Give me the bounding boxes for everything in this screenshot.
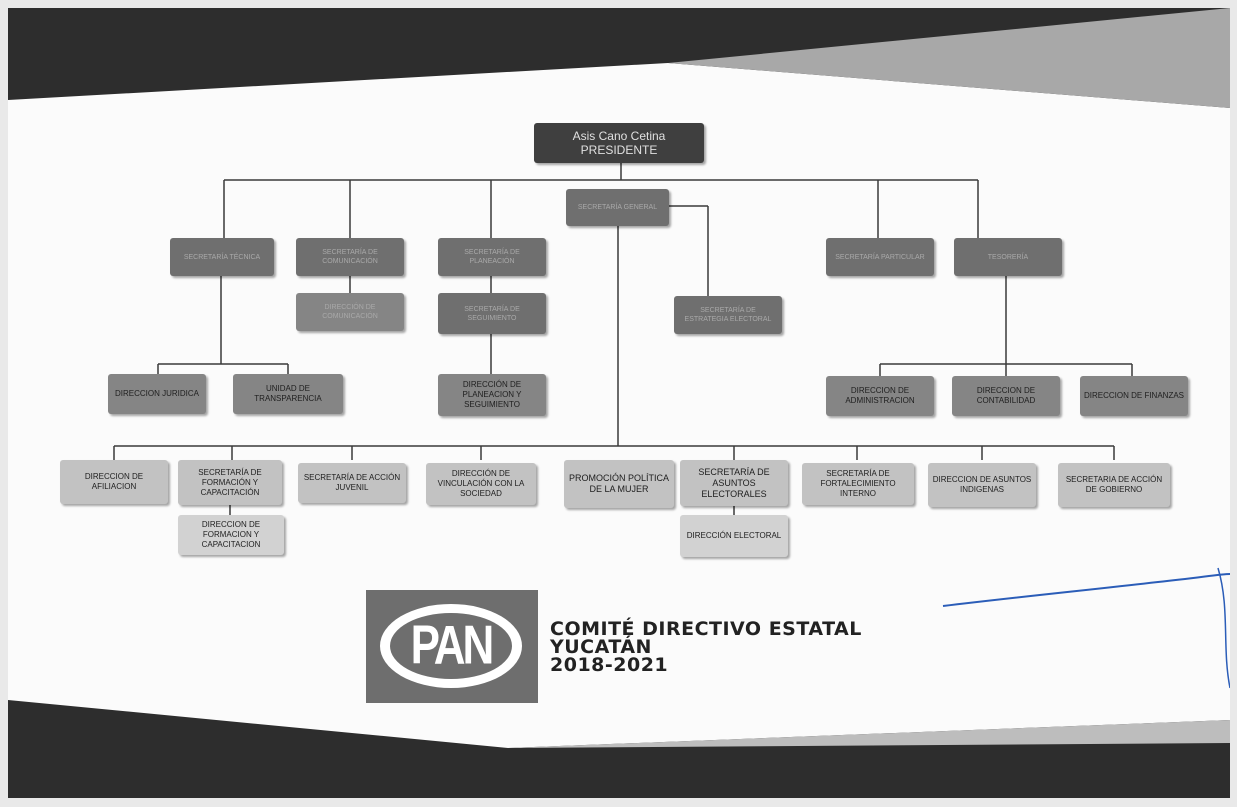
direccion-finanzas-label: DIRECCION DE FINANZAS <box>1084 391 1185 400</box>
bottom-box-label: SECRETARÍA DE FORMACIÓN Y CAPACITACIÓN <box>198 467 262 497</box>
bottom-box-fortalecimiento: SECRETARÍA DE FORTALECIMIENTO INTERNO <box>802 463 914 505</box>
top-decorative-band <box>8 8 1230 108</box>
document-page: Asis Cano Cetina PRESIDENTE SECRETARÍA G… <box>8 8 1230 798</box>
bottom-box-vinculacion: DIRECCIÓN DE VINCULACIÓN CON LA SOCIEDAD <box>426 463 536 505</box>
direccion-electoral-label: DIRECCIÓN ELECTORAL <box>686 531 782 540</box>
right-box-1: SECRETARÍA PARTICULAR <box>826 238 934 276</box>
bottom-box-label: DIRECCIÓN DE VINCULACIÓN CON LA SOCIEDAD <box>437 469 525 498</box>
direccion-planeacion-box: DIRECCIÓN DE PLANEACION Y SEGUIMIENTO <box>438 374 546 416</box>
connector-lines <box>113 163 1133 515</box>
left-box-2-sub: DIRECCIÓN DE COMUNICACIÓN <box>296 293 404 331</box>
direccion-administracion-label: DIRECCION DE ADMINISTRACION <box>845 386 915 405</box>
pan-logo: PAN <box>366 590 538 703</box>
direccion-administracion-box: DIRECCION DE ADMINISTRACION <box>826 376 934 416</box>
direccion-contabilidad-box: DIRECCION DE CONTABILIDAD <box>952 376 1060 416</box>
bottom-box-label: PROMOCIÓN POLÍTICA DE LA MUJER <box>568 473 669 494</box>
president-title: PRESIDENTE <box>580 143 658 157</box>
direccion-formacion-box: DIRECCION DE FORMACION Y CAPACITACION <box>178 515 284 555</box>
left-box-2-sub-label: DIRECCIÓN DE COMUNICACIÓN <box>322 304 378 320</box>
bottom-box-label: SECRETARÍA DE FORTALECIMIENTO INTERNO <box>820 469 896 498</box>
center-sub-box: SECRETARÍA DE ESTRATEGIA ELECTORAL <box>674 296 782 334</box>
president-box: Asis Cano Cetina PRESIDENTE <box>534 123 704 163</box>
committee-line-1: COMITÉ DIRECTIVO ESTATAL <box>550 618 862 640</box>
bottom-box-label: SECRETARÍA DE ACCIÓN JUVENIL <box>303 473 401 492</box>
left-box-3-sub: SECRETARÍA DE SEGUIMIENTO <box>438 293 546 334</box>
logo-oval: PAN <box>380 604 522 688</box>
left-box-1-label: SECRETARÍA TÉCNICA <box>183 253 261 261</box>
left-box-1: SECRETARÍA TÉCNICA <box>170 238 274 276</box>
committee-line-3: 2018-2021 <box>550 654 669 676</box>
committee-line-2: YUCATÁN <box>550 636 652 658</box>
direccion-juridica-label: DIRECCION JURIDICA <box>114 389 199 398</box>
direccion-planeacion-label: DIRECCIÓN DE PLANEACION Y SEGUIMIENTO <box>462 380 522 409</box>
secretaria-general-box: SECRETARÍA GENERAL <box>566 189 669 226</box>
bottom-box-afiliacion: DIRECCION DE AFILIACION <box>60 460 168 504</box>
center-sub-label: SECRETARÍA DE ESTRATEGIA ELECTORAL <box>684 307 772 323</box>
direccion-formacion-label: DIRECCION DE FORMACION Y CAPACITACION <box>201 520 261 549</box>
left-box-2: SECRETARÍA DE COMUNICACIÓN <box>296 238 404 276</box>
bottom-box-mujer: PROMOCIÓN POLÍTICA DE LA MUJER <box>564 460 674 508</box>
president-name: Asis Cano Cetina <box>572 129 666 143</box>
left-box-3: SECRETARÍA DE PLANEACIÓN <box>438 238 546 276</box>
direccion-juridica-box: DIRECCION JURIDICA <box>108 374 206 414</box>
bottom-box-accion-gobierno: SECRETARIA DE ACCIÓN DE GOBIERNO <box>1058 463 1170 507</box>
bottom-box-asuntos-electorales: SECRETARÍA DE ASUNTOS ELECTORALES <box>680 460 788 506</box>
direccion-finanzas-box: DIRECCION DE FINANZAS <box>1080 376 1188 416</box>
direccion-contabilidad-label: DIRECCION DE CONTABILIDAD <box>976 386 1036 405</box>
bottom-box-label: SECRETARÍA DE ASUNTOS ELECTORALES <box>698 466 770 499</box>
bottom-box-indigenas: DIRECCION DE ASUNTOS INDIGENAS <box>928 463 1036 507</box>
logo-text: PAN <box>410 614 495 676</box>
bottom-box-label: DIRECCION DE ASUNTOS INDIGENAS <box>932 475 1032 494</box>
secretaria-general-label: SECRETARÍA GENERAL <box>577 204 658 211</box>
left-box-3-sub-label: SECRETARÍA DE SEGUIMIENTO <box>464 305 520 322</box>
unidad-transparencia-label: UNIDAD DE TRANSPARENCIA <box>254 384 322 403</box>
right-box-1-label: SECRETARÍA PARTICULAR <box>835 253 925 261</box>
logo-oval-inner: PAN <box>390 613 512 679</box>
unidad-transparencia-box: UNIDAD DE TRANSPARENCIA <box>233 374 343 414</box>
right-box-2-label: TESORERÍA <box>987 253 1029 261</box>
committee-heading: COMITÉ DIRECTIVO ESTATAL YUCATÁN 2018-20… <box>550 618 862 676</box>
left-box-3-label: SECRETARÍA DE PLANEACIÓN <box>464 249 520 265</box>
direccion-electoral-box: DIRECCIÓN ELECTORAL <box>680 515 788 557</box>
ink-mark <box>942 567 1230 689</box>
bottom-box-label: SECRETARIA DE ACCIÓN DE GOBIERNO <box>1065 475 1163 494</box>
bottom-box-label: DIRECCION DE AFILIACION <box>84 472 144 491</box>
bottom-box-accion-juvenil: SECRETARÍA DE ACCIÓN JUVENIL <box>298 463 406 503</box>
left-box-2-label: SECRETARÍA DE COMUNICACIÓN <box>322 249 378 265</box>
bottom-box-formacion: SECRETARÍA DE FORMACIÓN Y CAPACITACIÓN <box>178 460 282 505</box>
right-box-2: TESORERÍA <box>954 238 1062 276</box>
